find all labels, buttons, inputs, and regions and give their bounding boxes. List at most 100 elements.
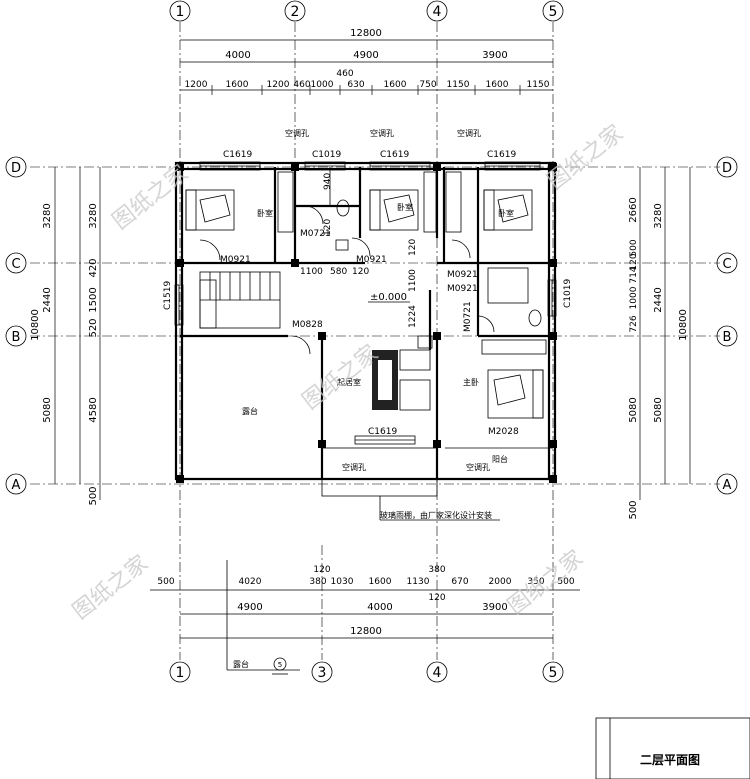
svg-text:120: 120 — [323, 219, 333, 236]
svg-text:D: D — [722, 161, 732, 176]
svg-text:1600: 1600 — [486, 80, 509, 90]
axis-bubble-3-bottom: 3 — [311, 661, 333, 683]
furniture — [180, 171, 553, 497]
svg-text:1000: 1000 — [629, 286, 639, 309]
svg-text:1: 1 — [176, 4, 185, 20]
svg-text:3900: 3900 — [482, 50, 507, 61]
axis-bubble-1-top: 1 — [169, 0, 191, 22]
svg-text:1600: 1600 — [226, 80, 249, 90]
svg-text:714: 714 — [629, 266, 639, 283]
svg-text:1150: 1150 — [527, 80, 550, 90]
svg-text:卧室: 卧室 — [498, 208, 514, 218]
svg-text:3280: 3280 — [88, 203, 99, 228]
svg-text:2660: 2660 — [628, 197, 639, 222]
svg-text:A: A — [723, 478, 732, 493]
svg-text:500: 500 — [628, 500, 639, 519]
svg-text:2: 2 — [291, 4, 300, 20]
svg-text:1600: 1600 — [384, 80, 407, 90]
svg-text:C1619: C1619 — [380, 150, 409, 160]
svg-text:图纸之家: 图纸之家 — [68, 551, 153, 625]
svg-text:A: A — [12, 478, 21, 493]
svg-text:C: C — [722, 257, 731, 272]
svg-text:M2028: M2028 — [488, 427, 519, 437]
svg-text:C: C — [11, 257, 20, 272]
watermarks: 图纸之家 图纸之家 图纸之家 图纸之家 图纸之家 — [68, 121, 628, 625]
svg-text:图纸之家: 图纸之家 — [503, 546, 588, 620]
svg-text:B: B — [723, 330, 732, 345]
svg-text:4000: 4000 — [367, 602, 392, 613]
svg-text:4900: 4900 — [237, 602, 262, 613]
axis-bubble-B-right: B — [716, 325, 738, 347]
axis-bubble-D-left: D — [5, 156, 27, 178]
svg-text:10800: 10800 — [30, 309, 41, 341]
svg-text:C1019: C1019 — [312, 150, 341, 160]
svg-text:1130: 1130 — [407, 577, 430, 587]
svg-text:380: 380 — [428, 565, 445, 575]
svg-text:5080: 5080 — [42, 397, 53, 422]
svg-text:12800: 12800 — [350, 28, 382, 39]
svg-text:1600: 1600 — [369, 577, 392, 587]
svg-text:1200: 1200 — [267, 80, 290, 90]
bottom-dimensions: 500 4020 380 1030 1600 1130 670 2000 350… — [150, 565, 580, 639]
svg-text:空调孔: 空调孔 — [370, 128, 394, 138]
svg-text:起居室: 起居室 — [337, 377, 361, 387]
svg-text:4: 4 — [433, 4, 442, 20]
svg-text:3280: 3280 — [653, 203, 664, 228]
right-dimensions: 2660 500 120 714 1000 726 5080 500 3280 … — [628, 167, 691, 520]
svg-text:2000: 2000 — [489, 577, 512, 587]
top-dimensions: 12800 4000 4900 3900 460 1200 1600 1200 … — [180, 28, 553, 95]
svg-text:1200: 1200 — [185, 80, 208, 90]
labels: C1619 C1019 C1619 C1619 C1519 C1019 C161… — [163, 128, 573, 521]
svg-text:420: 420 — [88, 258, 99, 277]
svg-text:120: 120 — [352, 267, 369, 277]
axis-bubble-2-top: 2 — [284, 0, 306, 22]
columns — [176, 163, 557, 483]
svg-text:B: B — [12, 330, 21, 345]
section-mark: 露台 5 — [226, 560, 300, 675]
svg-text:M0921: M0921 — [220, 255, 251, 265]
svg-text:750: 750 — [419, 80, 436, 90]
svg-text:4900: 4900 — [353, 50, 378, 61]
axis-bubble-4-top: 4 — [426, 0, 448, 22]
svg-text:M0921: M0921 — [447, 284, 478, 294]
windows — [174, 161, 557, 445]
axis-bubble-A-right: A — [716, 473, 738, 495]
svg-text:1150: 1150 — [447, 80, 470, 90]
svg-text:1224: 1224 — [408, 305, 418, 328]
svg-text:460: 460 — [336, 69, 353, 79]
svg-text:C1619: C1619 — [368, 427, 397, 437]
svg-text:卧室: 卧室 — [397, 202, 413, 212]
axis-bubble-C-left: C — [5, 252, 27, 274]
svg-text:M0921: M0921 — [447, 270, 478, 280]
svg-text:4: 4 — [433, 665, 442, 681]
svg-text:1: 1 — [176, 665, 185, 681]
svg-text:500: 500 — [88, 486, 99, 505]
svg-text:350: 350 — [527, 577, 544, 587]
svg-text:空调孔: 空调孔 — [285, 128, 309, 138]
svg-text:D: D — [11, 161, 21, 176]
svg-text:C1019: C1019 — [563, 279, 573, 308]
svg-text:5: 5 — [278, 661, 282, 669]
svg-text:二层平面图: 二层平面图 — [640, 753, 700, 767]
svg-text:主卧: 主卧 — [463, 377, 479, 387]
svg-text:670: 670 — [451, 577, 468, 587]
svg-text:图纸之家: 图纸之家 — [298, 341, 383, 415]
axis-bubble-5-bottom: 5 — [542, 661, 564, 683]
svg-text:2440: 2440 — [653, 287, 664, 312]
axis-bubble-1-bottom: 1 — [169, 661, 191, 683]
drawing-title-block: 二层平面图 — [595, 717, 750, 779]
svg-text:±0.000: ±0.000 — [370, 292, 407, 303]
staircase — [199, 271, 281, 329]
svg-text:1030: 1030 — [331, 577, 354, 587]
svg-text:5080: 5080 — [653, 397, 664, 422]
svg-text:726: 726 — [629, 315, 639, 332]
svg-text:3280: 3280 — [42, 203, 53, 228]
svg-text:12800: 12800 — [350, 626, 382, 637]
axis-bubble-B-left: B — [5, 325, 27, 347]
axis-bubble-C-right: C — [716, 252, 738, 274]
svg-text:120: 120 — [629, 253, 639, 270]
svg-text:10800: 10800 — [678, 309, 689, 341]
svg-text:图纸之家: 图纸之家 — [108, 161, 193, 235]
svg-text:500: 500 — [557, 577, 574, 587]
left-dimensions: 3280 2440 5080 10800 3280 420 1500 520 4… — [30, 167, 101, 506]
